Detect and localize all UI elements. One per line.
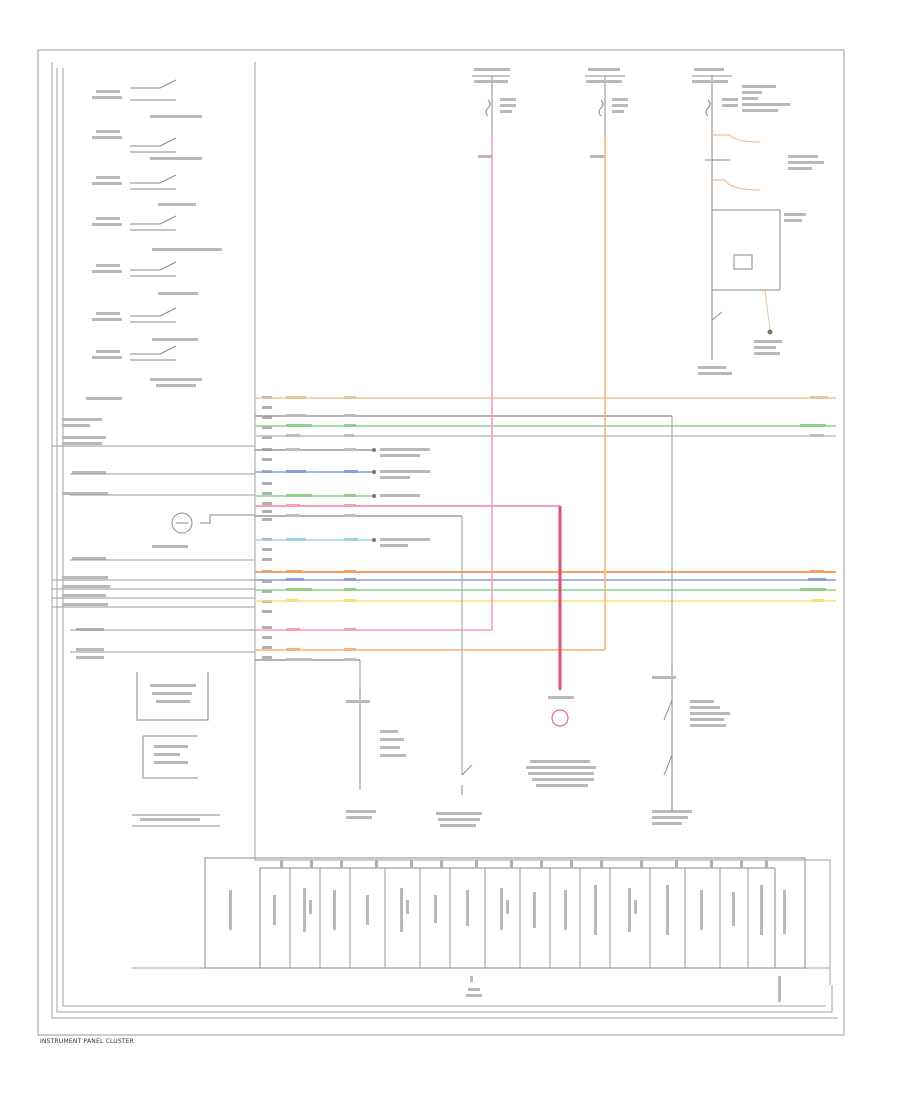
lower-mid-components [346,668,730,827]
switch-6 [130,307,177,323]
switch-7 [130,345,177,361]
bus-wires [255,397,836,661]
left-labels [62,90,222,659]
bottom-module-strip [204,857,806,969]
diagram-frame [37,49,845,1036]
vertical-wires [359,160,673,775]
top-fuse-sources [472,68,790,160]
diagram-caption: INSTRUMENT PANEL CLUSTER [40,1038,135,1045]
switch-2 [130,137,177,153]
switch-1 [130,79,177,101]
switch-4 [130,215,177,231]
top-connector-ticks [280,860,768,868]
switch-group [130,79,177,361]
bottom-module-dividers [289,868,749,968]
lower-left-components [132,512,255,827]
wire-tags [286,396,828,661]
illumination-icon [171,512,193,534]
switch-5 [130,261,177,277]
switch-3 [130,174,177,190]
short-wire-notes [372,448,430,547]
input-wires [52,445,255,653]
bottom-module-labels [229,885,786,1002]
top-right-module [698,134,824,375]
